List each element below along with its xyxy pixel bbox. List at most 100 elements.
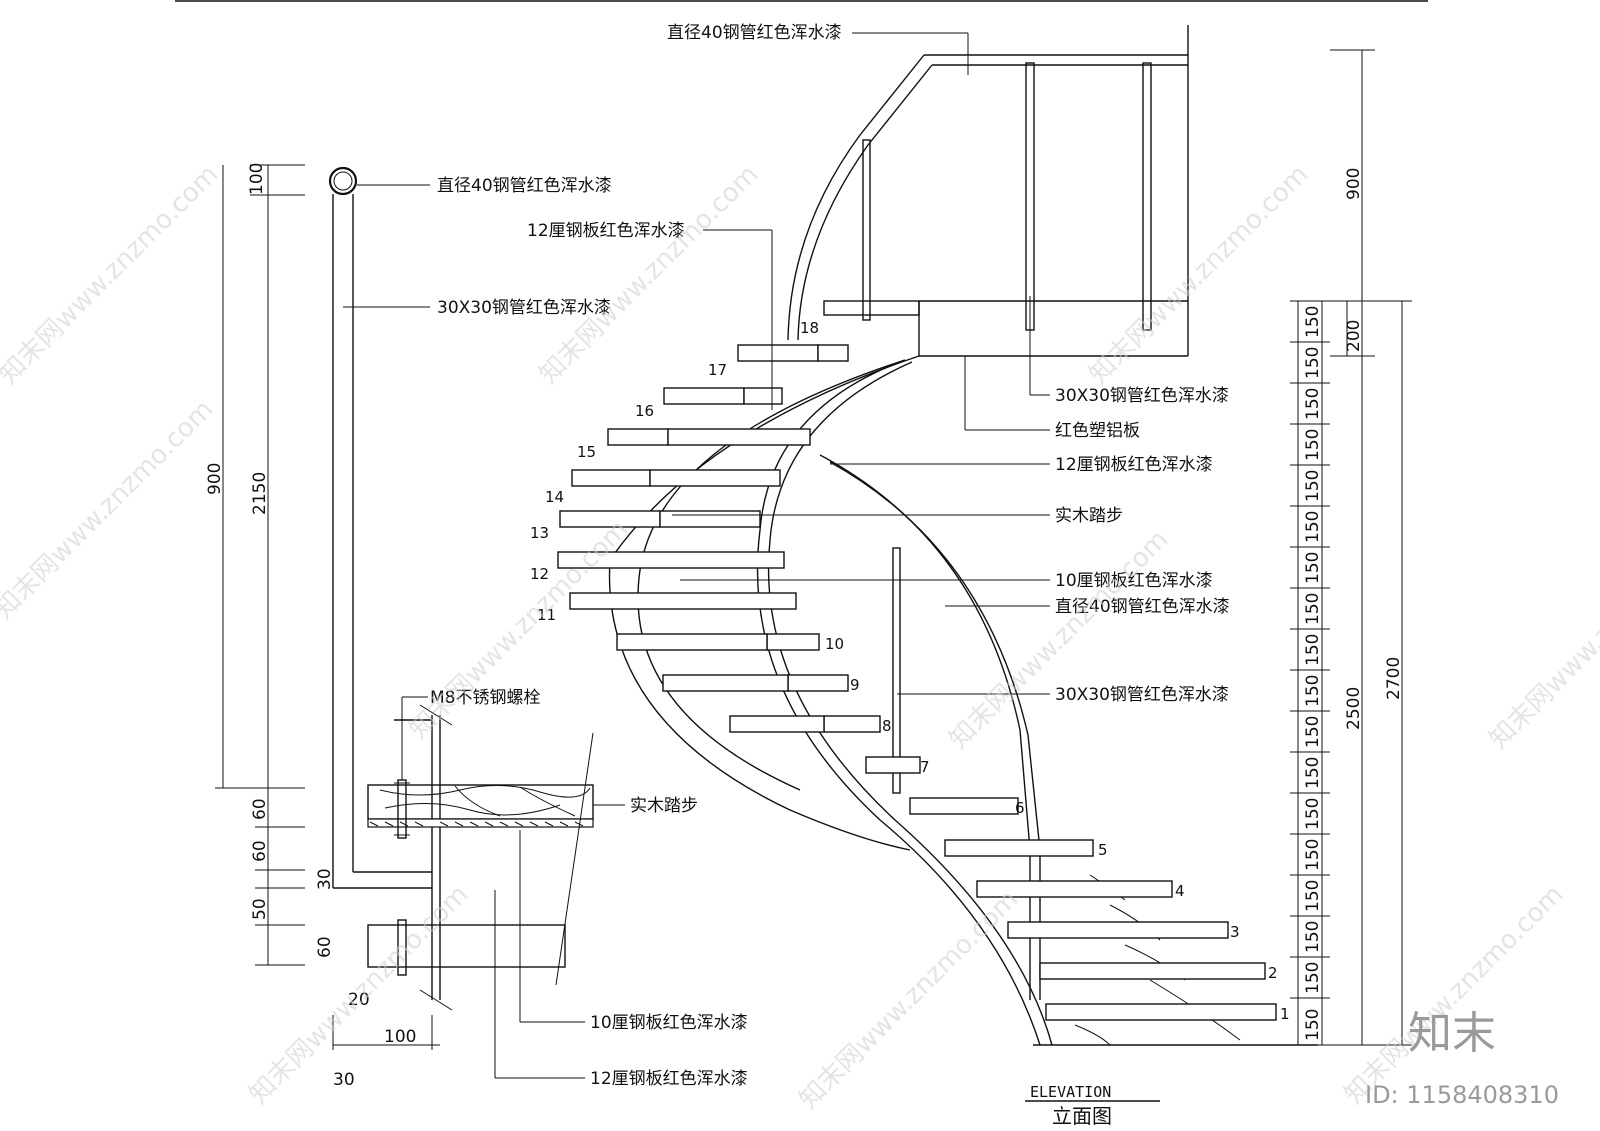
step-number: 9: [850, 676, 860, 694]
dim-riser: 150: [1303, 552, 1323, 584]
label-plate-10-right: 10厘钢板红色浑水漆: [1055, 571, 1213, 591]
dim-detail-30: 30: [315, 868, 335, 890]
watermark-text: 知末网www.znzmo.com: [0, 394, 219, 625]
title-en: ELEVATION: [1030, 1083, 1111, 1101]
dim-detail-100: 100: [384, 1027, 416, 1047]
stair-treads: [557, 344, 1277, 1021]
label-post-30x30-left: 30X30钢管红色浑水漆: [437, 298, 611, 318]
tread-9b: [662, 674, 789, 692]
dim-riser: 150: [1303, 921, 1323, 953]
dim-riser: 150: [1303, 634, 1323, 666]
brand-id: ID: 1158408310: [1365, 1081, 1559, 1109]
watermark-text: 知末网www.znzmo.com: [1484, 524, 1600, 755]
tread-10b: [616, 633, 768, 651]
dim-riser: 150: [1303, 429, 1323, 461]
step-number: 15: [577, 443, 596, 461]
label-red-alu-panel: 红色塑铝板: [1055, 421, 1140, 441]
step-number: 2: [1268, 964, 1278, 982]
title-zh: 立面图: [1052, 1104, 1112, 1128]
step-number: 18: [800, 319, 819, 337]
label-post-30x30-lower: 30X30钢管红色浑水漆: [1055, 685, 1229, 705]
dim-riser: 150: [1303, 470, 1323, 502]
tread-8b: [729, 715, 825, 733]
label-wood-tread-right: 实木踏步: [1055, 506, 1123, 526]
dim-riser: 150: [1303, 1009, 1323, 1041]
step-number: 11: [537, 606, 556, 624]
tread-5: [944, 839, 1094, 857]
label-post-30x30-right: 30X30钢管红色浑水漆: [1055, 386, 1229, 406]
tread-15b: [667, 428, 811, 446]
label-plate-12-right: 12厘钢板红色浑水漆: [1055, 455, 1213, 475]
step-number: 1: [1280, 1005, 1290, 1023]
brand-logo: 知末: [1408, 1008, 1496, 1059]
tread-8: [823, 715, 881, 733]
step-number: 16: [635, 402, 654, 420]
label-bolt: M8不锈钢螺栓: [430, 688, 540, 708]
dim-riser: 150: [1303, 347, 1323, 379]
baluster-detail: [215, 164, 594, 1050]
tread-12: [557, 551, 785, 569]
dim-riser: 150: [1303, 511, 1323, 543]
label-plate-12-bottom: 12厘钢板红色浑水漆: [590, 1069, 748, 1089]
step-number: 3: [1230, 923, 1240, 941]
tread-6: [909, 797, 1019, 815]
dim-riser: 150: [1303, 839, 1323, 871]
step-number: 12: [530, 565, 549, 583]
dim-riser: 150: [1303, 593, 1323, 625]
leader-lines: [343, 32, 1050, 1079]
dim-left-top: 100: [247, 163, 267, 195]
right-dimensions: [1290, 49, 1412, 1046]
step-number: 4: [1175, 882, 1185, 900]
dim-detail-60a: 60: [250, 798, 270, 820]
dim-right-2500: 2500: [1344, 687, 1364, 730]
tread-15: [607, 428, 669, 446]
stair-elevation: [608, 25, 1318, 1046]
step-number: 5: [1098, 841, 1108, 859]
step-number: 13: [530, 524, 549, 542]
dim-riser: 150: [1303, 388, 1323, 420]
dim-riser: 150: [1303, 306, 1323, 338]
step-numbers: 1 2 3 4 5 6 7 8 9 10 11 12 13 14 15 16 1…: [530, 319, 1290, 1023]
tread-14b: [649, 469, 781, 487]
tread-9: [787, 674, 849, 692]
tread-11: [569, 592, 797, 610]
step-number: 14: [545, 488, 564, 506]
dim-riser: 150: [1303, 798, 1323, 830]
watermark-text: 知末网www.znzmo.com: [944, 524, 1175, 755]
watermark-text: 知末网www.znzmo.com: [404, 514, 635, 745]
label-top-rail: 直径40钢管红色浑水漆: [667, 23, 842, 43]
dim-left-inner: 2150: [250, 472, 270, 515]
label-plate-12-top: 12厘钢板红色浑水漆: [527, 221, 685, 241]
watermark-text: 知末网www.znzmo.com: [0, 159, 224, 390]
tread-16b: [743, 387, 783, 405]
tread-4: [976, 880, 1173, 898]
dim-right-200: 200: [1344, 320, 1364, 352]
dim-detail-60b: 60: [250, 840, 270, 862]
step-number: 17: [708, 361, 727, 379]
dim-detail-60c: 60: [315, 936, 335, 958]
tread-1: [1045, 1003, 1277, 1021]
dim-riser: 150: [1303, 757, 1323, 789]
dim-detail-50: 50: [250, 898, 270, 920]
tread-3: [1007, 921, 1229, 939]
dim-riser: 150: [1303, 675, 1323, 707]
step-number: 8: [882, 717, 892, 735]
step-number: 6: [1015, 799, 1025, 817]
dim-right-2700: 2700: [1384, 657, 1404, 700]
dim-riser: 150: [1303, 962, 1323, 994]
tread-2: [1039, 962, 1266, 980]
tread-7: [865, 756, 921, 774]
dim-detail-20: 20: [348, 990, 370, 1010]
watermark-text: 知末网www.znzmo.com: [794, 884, 1025, 1115]
tread-10: [766, 633, 820, 651]
tread-17: [737, 344, 819, 362]
label-wood-tread-detail: 实木踏步: [630, 796, 698, 816]
label-plate-10-bottom: 10厘钢板红色浑水漆: [590, 1013, 748, 1033]
label-rail-40-right: 直径40钢管红色浑水漆: [1055, 597, 1230, 617]
dim-riser: 150: [1303, 716, 1323, 748]
label-rail-circle: 直径40钢管红色浑水漆: [437, 176, 612, 196]
tread-16: [663, 387, 745, 405]
step-number: 7: [920, 758, 930, 776]
tread-14: [571, 469, 651, 487]
